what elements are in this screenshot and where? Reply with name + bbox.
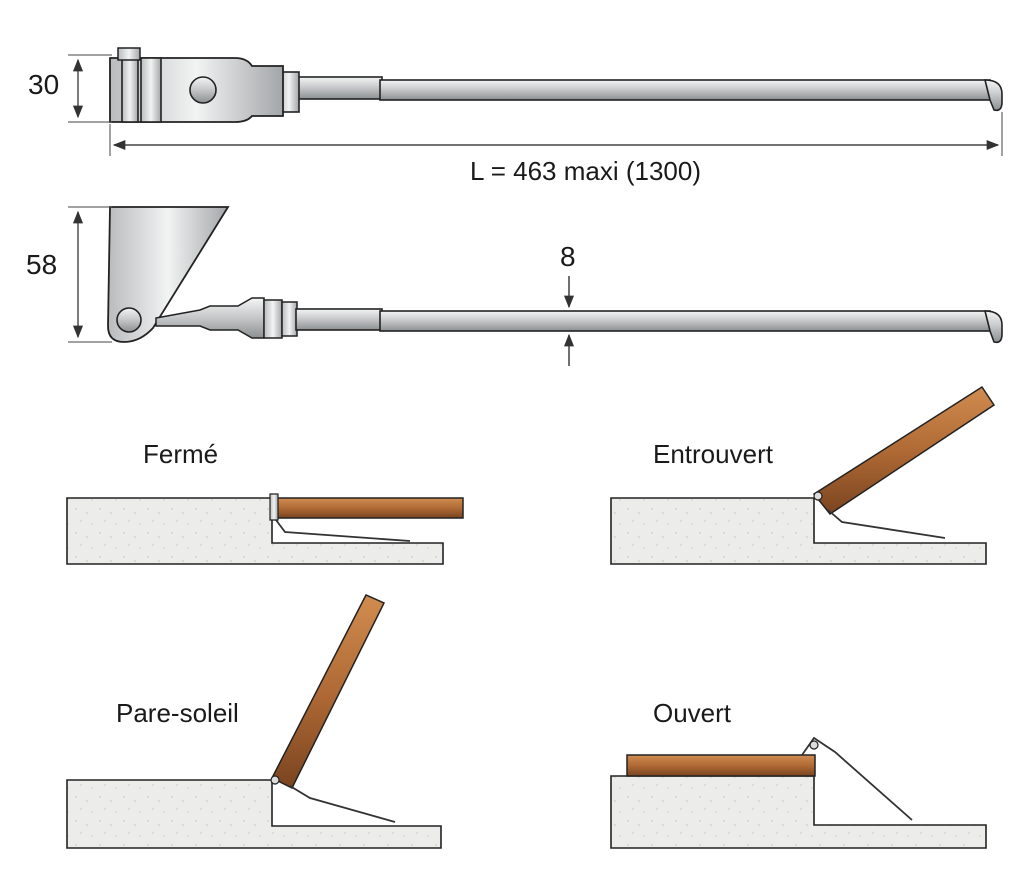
open-lid bbox=[626, 754, 816, 777]
state-open: Ouvert bbox=[610, 698, 987, 849]
state-ajar: Entrouvert bbox=[610, 385, 996, 565]
top-hinge-pin bbox=[189, 76, 217, 104]
side-nut-2 bbox=[281, 301, 298, 337]
closed-arm bbox=[275, 519, 411, 542]
side-hinge-bracket bbox=[107, 206, 230, 343]
sunshade-arm bbox=[289, 785, 396, 823]
state-ajar-label: Entrouvert bbox=[653, 439, 774, 469]
top-hinge-tab bbox=[117, 47, 141, 61]
top-hinge-slot-1 bbox=[121, 57, 139, 123]
side-rod bbox=[379, 310, 991, 332]
state-sunshade-label: Pare-soleil bbox=[116, 698, 239, 728]
open-arm bbox=[801, 736, 913, 821]
state-closed-label: Fermé bbox=[143, 439, 218, 469]
open-base bbox=[610, 775, 987, 849]
height-top-label: 30 bbox=[28, 69, 59, 100]
ajar-base bbox=[610, 497, 987, 565]
closed-lid bbox=[274, 497, 464, 519]
side-rod-sleeve bbox=[295, 308, 383, 331]
length-label: L = 463 maxi (1300) bbox=[470, 156, 701, 186]
top-view: 30 L = 463 maxi (1300) bbox=[28, 47, 1003, 186]
side-rod-hook bbox=[983, 310, 1003, 344]
thickness-label: 8 bbox=[560, 241, 576, 272]
top-rod-sleeve bbox=[296, 76, 383, 100]
side-hinge-pin bbox=[116, 307, 142, 333]
state-closed: Fermé bbox=[66, 439, 464, 565]
side-view: 58 8 bbox=[26, 206, 1003, 366]
side-nut-1 bbox=[263, 299, 283, 339]
sunshade-lid bbox=[270, 594, 386, 790]
ajar-arm bbox=[827, 509, 946, 539]
sunshade-base bbox=[66, 779, 442, 849]
top-hinge-slot-2 bbox=[140, 57, 162, 123]
ajar-lid bbox=[812, 385, 996, 516]
closed-hinge bbox=[269, 493, 279, 521]
top-rod bbox=[379, 79, 991, 101]
state-open-label: Ouvert bbox=[653, 698, 732, 728]
side-linkage bbox=[155, 297, 265, 339]
height-side-label: 58 bbox=[26, 249, 57, 280]
state-sunshade: Pare-soleil bbox=[66, 594, 442, 849]
top-rod-hook bbox=[983, 79, 1003, 112]
